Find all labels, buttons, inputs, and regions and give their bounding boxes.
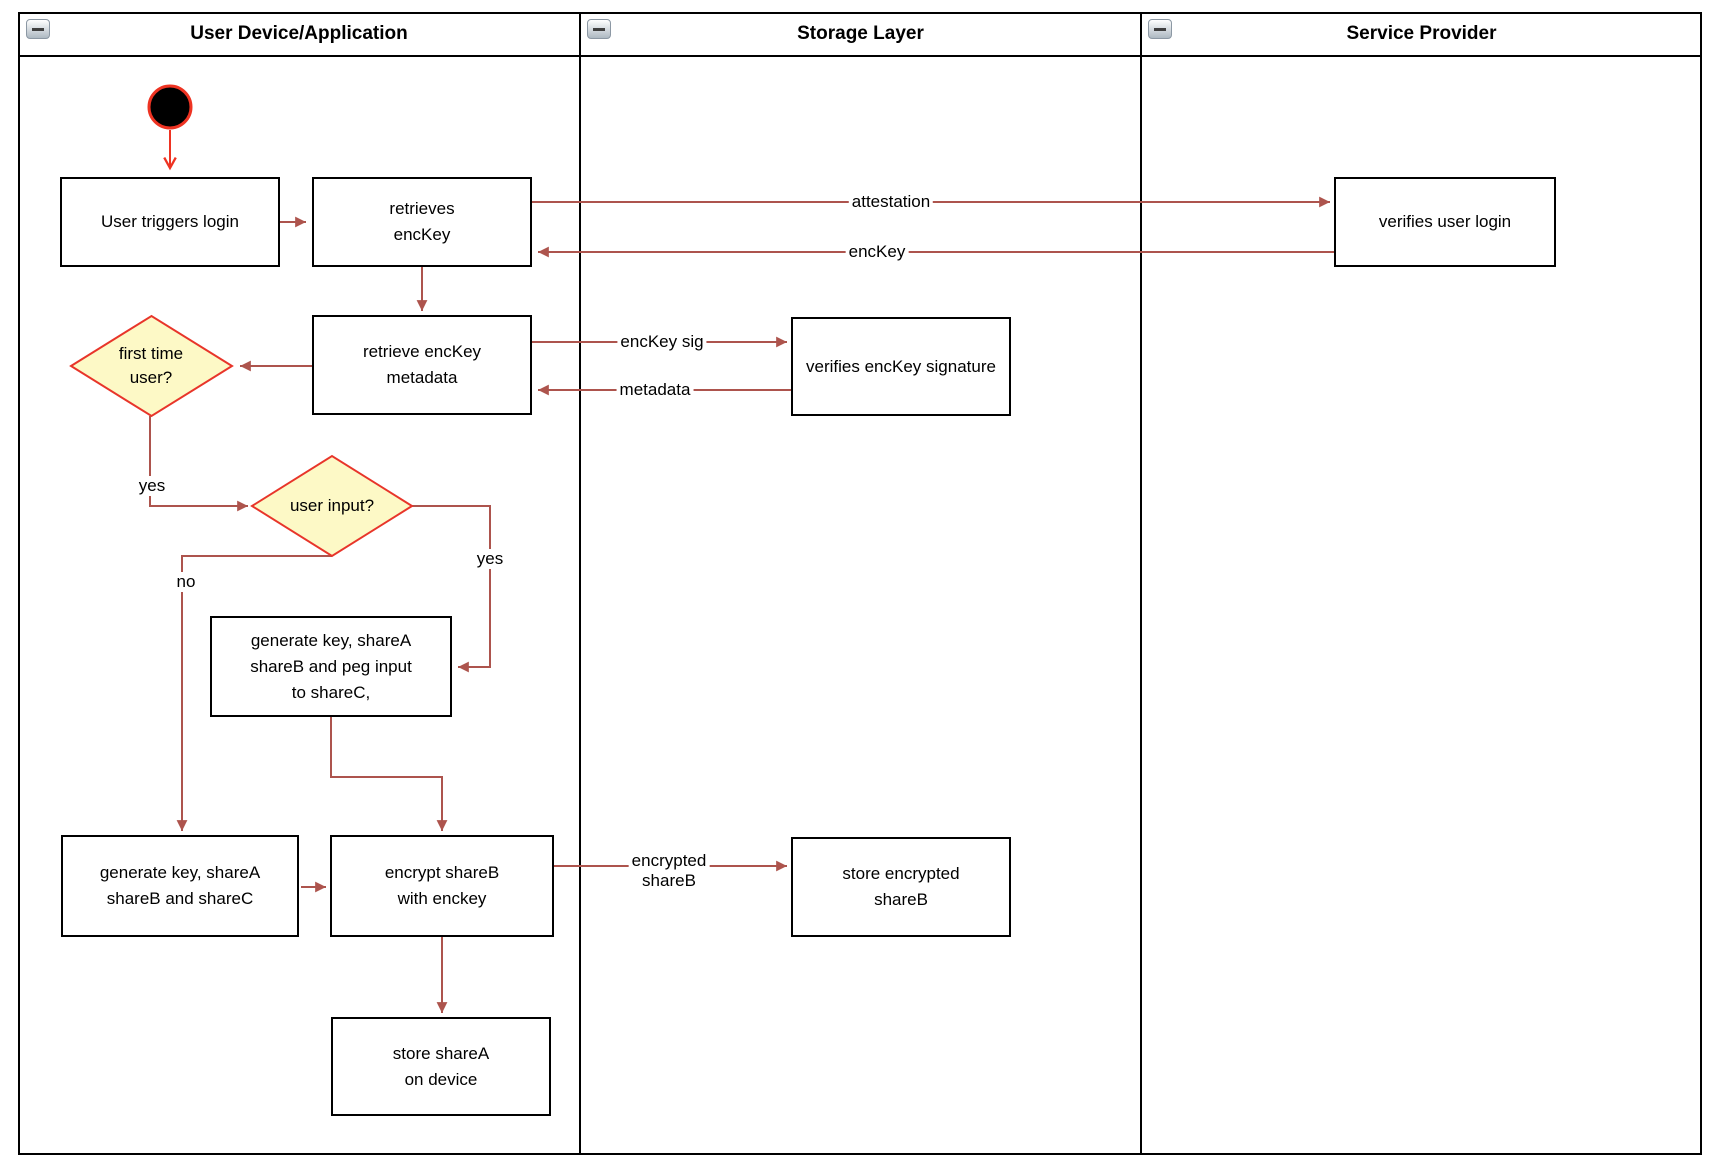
lane-title-storage-layer: Storage Layer	[797, 23, 924, 44]
edge-label-encrypted-shareb[interactable]: encrypted shareB	[628, 851, 710, 891]
collapse-icon[interactable]	[1148, 19, 1172, 39]
minus-icon	[1154, 27, 1166, 31]
edge-label-yes-first-time[interactable]: yes	[135, 476, 169, 496]
edge-firsttime-yes[interactable]	[149, 416, 248, 512]
decision-first-time-user[interactable]	[69, 314, 234, 418]
lane-divider-2	[1140, 12, 1142, 1155]
node-retrieves-enckey[interactable]: retrieves encKey	[312, 177, 532, 267]
lane-header-underline	[18, 55, 1702, 57]
edge-label-enckey[interactable]: encKey	[845, 242, 909, 262]
lane-divider-1	[579, 12, 581, 1155]
lane-title-user-device: User Device/Application	[190, 23, 408, 44]
edge-label-yes-user-input[interactable]: yes	[473, 549, 507, 569]
edge-userinput-no[interactable]	[176, 555, 332, 831]
node-generate-key-shares[interactable]: generate key, shareA shareB and shareC	[61, 835, 299, 937]
minus-icon	[32, 27, 44, 31]
node-verifies-user-login[interactable]: verifies user login	[1334, 177, 1556, 267]
edge-label-attestation[interactable]: attestation	[848, 192, 934, 212]
collapse-icon[interactable]	[587, 19, 611, 39]
decision-user-input[interactable]	[250, 454, 414, 558]
edge-label-enckey-sig[interactable]: encKey sig	[617, 332, 707, 352]
node-store-encrypted-shareb[interactable]: store encrypted shareB	[791, 837, 1011, 937]
edge-label-no-user-input[interactable]: no	[173, 572, 199, 592]
decision-user-input-label: user input?	[289, 496, 375, 515]
node-user-triggers-login[interactable]: User triggers login	[60, 177, 280, 267]
node-retrieve-enckey-metadata[interactable]: retrieve encKey metadata	[312, 315, 532, 415]
node-encrypt-shareb[interactable]: encrypt shareB with enckey	[330, 835, 554, 937]
node-verifies-enckey-signature[interactable]: verifies encKey signature	[791, 317, 1011, 416]
node-generate-key-peg-input[interactable]: generate key, shareA shareB and peg inpu…	[210, 616, 452, 717]
minus-icon	[593, 27, 605, 31]
edge-userinput-yes[interactable]	[412, 505, 491, 673]
edge-peg-to-encrypt[interactable]	[330, 717, 448, 831]
start-node[interactable]	[147, 84, 193, 130]
lane-title-service-provider: Service Provider	[1346, 23, 1497, 44]
node-store-sharea-device[interactable]: store shareA on device	[331, 1017, 551, 1116]
edge-label-metadata[interactable]: metadata	[616, 380, 694, 400]
pool-frame	[18, 12, 1702, 1155]
collapse-icon[interactable]	[26, 19, 50, 39]
decision-first-time-user-label: first time user?	[118, 344, 184, 387]
